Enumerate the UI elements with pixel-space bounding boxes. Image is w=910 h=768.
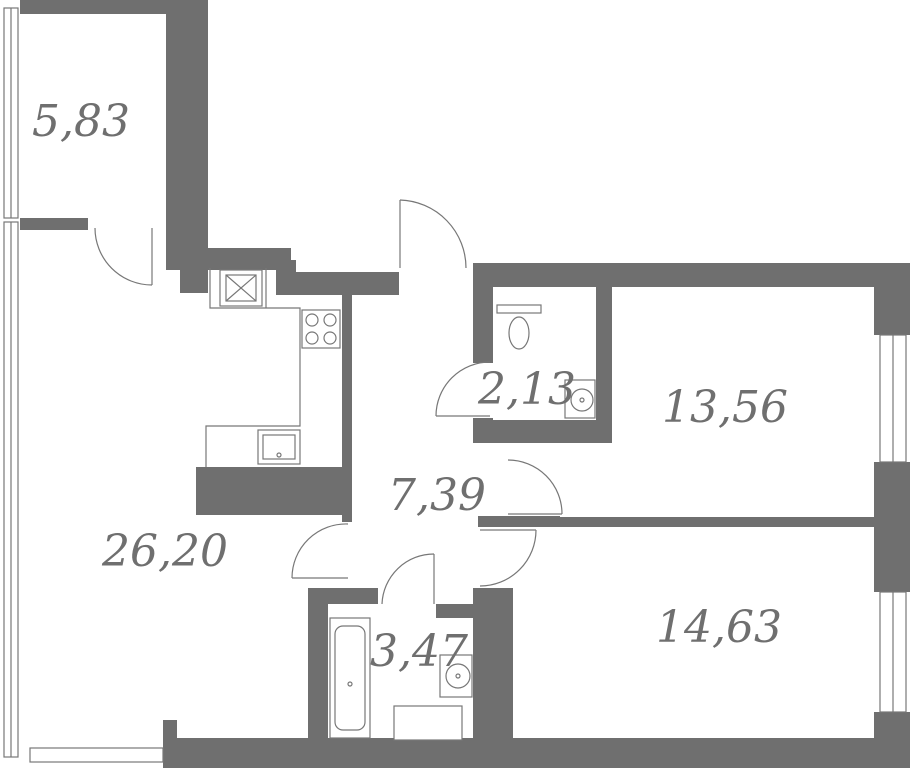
area-balcony: 5,83 — [32, 96, 130, 147]
washing-machine-icon — [393, 705, 463, 741]
wall-balcony-bottom — [20, 218, 88, 230]
wall-kitchen-right — [342, 272, 352, 522]
wall-wc-bottom — [473, 420, 612, 443]
wall-right-upper — [874, 263, 910, 335]
toilet-icon — [496, 304, 542, 350]
wall-wc-left — [473, 263, 493, 363]
door-wc — [435, 361, 491, 417]
doors — [94, 199, 563, 605]
fixtures — [205, 268, 596, 741]
door-bedroom-1 — [507, 459, 563, 515]
wall-bath-right — [473, 588, 513, 748]
wall-bottom — [163, 738, 910, 768]
wall-rooms-top — [473, 263, 910, 287]
window-living-bottom — [29, 747, 164, 763]
area-bathroom: 3,47 — [370, 626, 468, 677]
wall-kitchen-column — [180, 248, 208, 293]
wall-bottom-left-stub — [163, 720, 177, 768]
door-bedroom-2 — [479, 529, 537, 587]
ventilation-shaft-icon — [219, 269, 263, 307]
windows — [3, 7, 907, 763]
wall-wc-right — [596, 287, 612, 443]
wall-kitchen-counter — [196, 467, 346, 515]
area-bedroom-2: 14,63 — [656, 602, 782, 653]
kitchen-sink-icon — [257, 429, 301, 465]
wall-bath-top-left — [308, 588, 378, 604]
door-balcony — [94, 227, 153, 286]
kitchen-counter-outline — [205, 268, 301, 467]
wall-balcony-top — [20, 0, 208, 14]
partitions — [344, 470, 560, 520]
door-entrance — [399, 199, 467, 269]
wc-sink-icon — [564, 379, 596, 419]
wall-bath-top-right — [436, 604, 476, 618]
wall-corridor-top — [276, 272, 399, 295]
wall-bath-left — [308, 588, 328, 748]
bathroom-sink-icon — [439, 654, 473, 698]
area-wc: 2,13 — [477, 364, 576, 415]
stove-icon — [301, 309, 341, 349]
door-living — [291, 523, 349, 579]
bathtub-icon — [329, 617, 371, 739]
wall-right-middle — [874, 462, 910, 592]
area-bedroom-1: 13,56 — [662, 382, 788, 433]
wall-balcony-right — [166, 0, 208, 262]
room-labels: 5,83 26,20 7,39 2,13 3,47 13,56 14,63 — [32, 96, 788, 677]
walls — [20, 0, 910, 768]
area-hall: 7,39 — [388, 470, 486, 521]
wall-right-lower — [874, 712, 910, 768]
wall-bedrooms-divider — [478, 517, 874, 527]
area-living-kitchen: 26,20 — [101, 526, 228, 577]
door-bathroom — [381, 553, 435, 605]
